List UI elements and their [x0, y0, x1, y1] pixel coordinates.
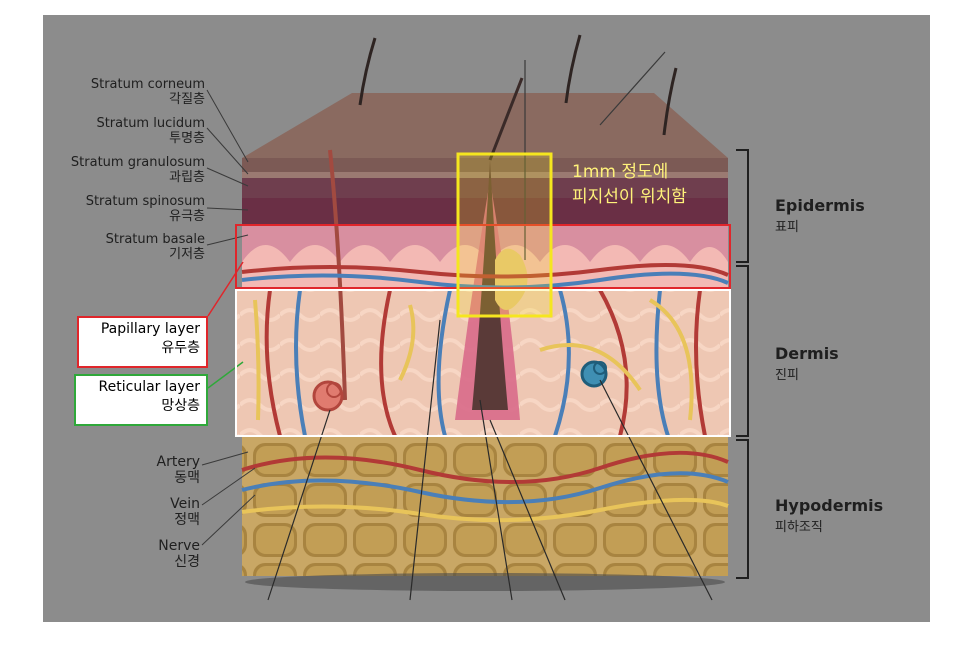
label-ko: 피하조직: [775, 520, 823, 536]
sweat-gland-blue: [580, 360, 608, 388]
hair-strand: [564, 34, 582, 104]
nerve-network: [241, 298, 729, 523]
artery-network: [241, 263, 729, 484]
label-ko: 신경: [174, 554, 200, 571]
label-ko: 진피: [775, 368, 799, 384]
label-stratum-corneum: Stratum corneum 각질층: [5, 77, 205, 108]
left-leaders: [201, 89, 256, 546]
stratum-lucidum-layer: [242, 172, 728, 178]
label-epidermis: Epidermis 표피: [775, 196, 865, 236]
label-en: Stratum basale: [105, 232, 205, 247]
stratum-corneum-layer: [242, 158, 728, 172]
label-ko: 유극층: [169, 208, 205, 224]
layer-brackets: [736, 149, 749, 579]
label-ko: 기저층: [169, 246, 205, 262]
sebaceous-annotation: 1mm 정도에 피지선이 위치함: [572, 160, 687, 209]
annotation-line: 1mm 정도에: [572, 162, 669, 182]
annotation-line: 피지선이 위치함: [572, 186, 687, 207]
sweat-gland-red: [312, 380, 344, 412]
sebaceous-highlight-box: [456, 152, 553, 318]
label-en: Vein: [170, 496, 200, 512]
sebaceous-gland: [495, 248, 528, 310]
label-en: Reticular layer: [98, 379, 200, 395]
label-nerve: Nerve 신경: [0, 538, 200, 570]
papillary-highlight-box: [235, 224, 731, 289]
hair-strand: [358, 37, 377, 106]
label-ko: 투명층: [169, 130, 205, 146]
label-stratum-lucidum: Stratum lucidum 투명층: [5, 116, 205, 147]
label-vein: Vein 정맥: [0, 496, 200, 528]
hair-strand: [662, 67, 678, 136]
label-en: Nerve: [158, 538, 200, 554]
label-en: Epidermis: [775, 196, 865, 215]
label-hypodermis: Hypodermis 피하조직: [775, 496, 884, 536]
label-stratum-granulosum: Stratum granulosum 과립층: [5, 155, 205, 186]
skin-surface: [242, 93, 728, 158]
label-dermis: Dermis 진피: [775, 344, 839, 384]
label-ko: 정맥: [174, 512, 200, 529]
label-papillary-layer: Papillary layer 유두층: [77, 316, 208, 368]
label-stratum-basale: Stratum basale 기저층: [5, 232, 205, 263]
stratum-granulosum-layer: [242, 178, 728, 198]
label-en: Stratum lucidum: [96, 116, 205, 131]
label-stratum-spinosum: Stratum spinosum 유극층: [5, 194, 205, 225]
pointer-lines: [267, 319, 713, 601]
reticular-highlight-box: [235, 289, 731, 437]
label-ko: 망상층: [161, 398, 200, 414]
label-ko: 유두층: [161, 340, 200, 356]
label-ko: 과립층: [169, 169, 205, 185]
label-en: Papillary layer: [100, 321, 200, 337]
label-en: Stratum spinosum: [85, 194, 205, 209]
label-ko: 각질층: [169, 91, 205, 107]
label-ko: 동맥: [174, 470, 200, 487]
label-artery: Artery 동맥: [0, 454, 200, 486]
label-ko: 표피: [775, 220, 799, 236]
label-en: Artery: [156, 454, 200, 470]
label-en: Stratum corneum: [90, 77, 205, 92]
label-reticular-layer: Reticular layer 망상층: [74, 374, 208, 426]
label-en: Stratum granulosum: [70, 155, 205, 170]
label-en: Dermis: [775, 344, 839, 363]
label-en: Hypodermis: [775, 496, 884, 515]
